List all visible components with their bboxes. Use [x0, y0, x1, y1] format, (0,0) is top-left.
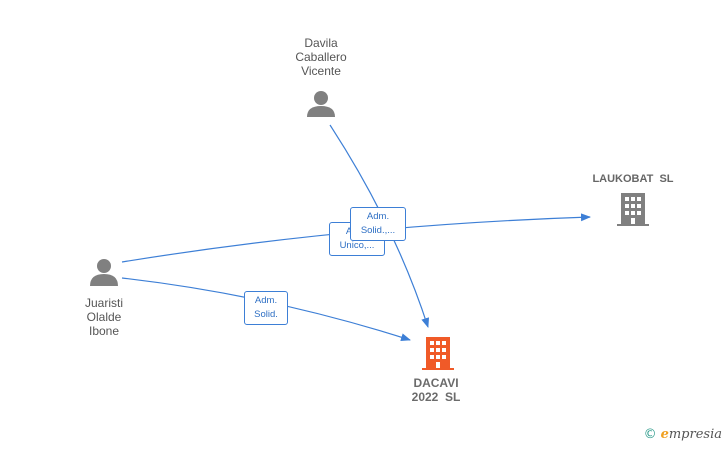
label-line: LAUKOBAT SL: [592, 173, 674, 185]
edge-label-line: Solid.: [254, 309, 278, 320]
person-icon[interactable]: [90, 259, 118, 286]
building-icon[interactable]: [422, 337, 454, 370]
edge-label-line: Adm.: [366, 211, 390, 222]
person-icon[interactable]: [307, 91, 335, 117]
brand-name: mpresia: [668, 427, 722, 442]
copyright-icon: ©: [643, 427, 657, 442]
node-label-juaristi[interactable]: Juaristi Olalde Ibone: [54, 296, 154, 338]
node-label-davila[interactable]: Davila Caballero Vicente: [271, 36, 371, 78]
label-line: Ibone: [88, 324, 120, 338]
label-line: Davila: [304, 36, 338, 50]
brand-letter: e: [660, 427, 669, 442]
edge-label-davila-dacavi[interactable]: Adm. Solid.,...: [350, 207, 406, 241]
node-label-dacavi[interactable]: DACAVI 2022 SL: [386, 376, 486, 404]
edge-label-line: Adm.: [254, 295, 278, 306]
label-line: Caballero: [295, 50, 347, 64]
brand-logo: ©empresia: [644, 427, 722, 442]
node-label-laukobat[interactable]: LAUKOBAT SL: [575, 172, 691, 186]
edge-label-line: Unico,...: [339, 240, 375, 251]
label-line: Juaristi: [84, 296, 123, 310]
building-icon[interactable]: [617, 193, 649, 226]
label-line: 2022 SL: [411, 390, 461, 404]
label-line: DACAVI: [413, 376, 459, 390]
label-line: Olalde: [86, 310, 122, 324]
edge-label-line: Solid.,...: [360, 225, 396, 236]
label-line: Vicente: [301, 64, 341, 78]
edge-label-juaristi-dacavi[interactable]: Adm. Solid.: [244, 291, 288, 325]
